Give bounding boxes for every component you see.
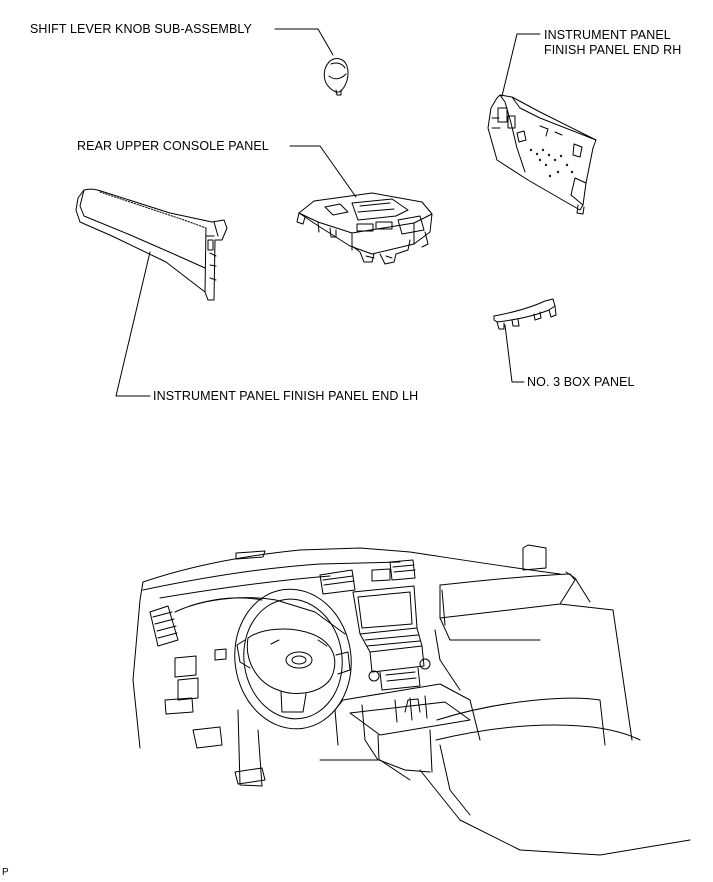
figure-id: P [2,867,9,878]
label-finish-panel-end-rh: INSTRUMENT PANEL FINISH PANEL END RH [544,28,681,58]
label-finish-panel-end-rh-line2: FINISH PANEL END RH [544,43,682,57]
leader-box-panel-3 [505,325,524,382]
finish-panel-end-lh-drawing [76,189,227,300]
vehicle-interior-drawing [133,545,690,855]
label-rear-upper-console-panel: REAR UPPER CONSOLE PANEL [77,139,269,153]
finish-panel-end-rh-drawing [488,95,596,214]
rear-upper-console-panel-drawing [297,193,432,264]
leader-finish-panel-rh [502,34,540,96]
leader-lines [116,29,540,396]
leader-finish-panel-lh [116,252,150,396]
label-finish-panel-end-rh-line1: INSTRUMENT PANEL [544,28,671,42]
shift-lever-knob-drawing [324,59,348,95]
leader-shift-knob [275,29,333,55]
leader-rear-upper-console [290,146,356,197]
label-finish-panel-end-lh: INSTRUMENT PANEL FINISH PANEL END LH [153,389,419,403]
label-no3-box-panel: NO. 3 BOX PANEL [527,375,635,389]
label-shift-lever-knob: SHIFT LEVER KNOB SUB-ASSEMBLY [30,22,252,36]
no3-box-panel-drawing [494,299,556,329]
